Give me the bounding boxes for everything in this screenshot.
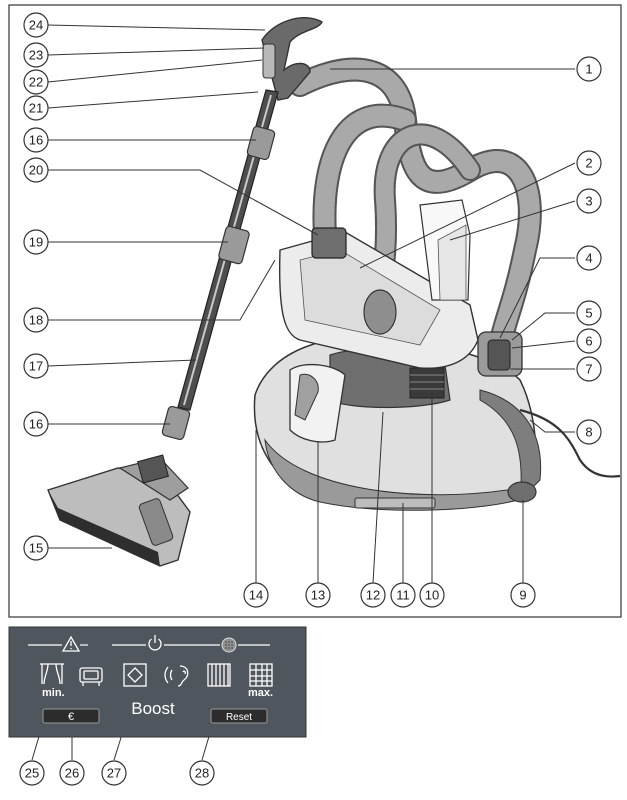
callout-16-lower-label: 16 bbox=[29, 417, 43, 432]
callout-28: 28 bbox=[189, 760, 215, 786]
wand-release-lower bbox=[161, 405, 191, 441]
callout-15-label: 15 bbox=[29, 541, 43, 556]
callout-27: 27 bbox=[101, 760, 127, 786]
motor-filter bbox=[409, 367, 445, 399]
exhaust-grille bbox=[354, 497, 436, 509]
callout-18-label: 18 bbox=[29, 313, 43, 328]
callout-10: 10 bbox=[419, 582, 445, 608]
callout-7: 7 bbox=[576, 356, 602, 382]
dustbag-button[interactable]: € bbox=[42, 708, 100, 724]
callout-25: 25 bbox=[19, 760, 45, 786]
callout-10-label: 10 bbox=[425, 588, 439, 603]
callout-13-label: 13 bbox=[311, 588, 325, 603]
callout-17-label: 17 bbox=[29, 359, 43, 374]
callout-7-label: 7 bbox=[585, 362, 592, 377]
callout-15: 15 bbox=[23, 535, 49, 561]
callout-8: 8 bbox=[576, 419, 602, 445]
callout-20: 20 bbox=[23, 157, 49, 183]
leader-lines bbox=[31, 24, 576, 761]
callout-9: 9 bbox=[510, 582, 536, 608]
main-frame bbox=[8, 4, 622, 618]
callout-17: 17 bbox=[23, 353, 49, 379]
reset-button[interactable]: Reset bbox=[210, 708, 268, 724]
rear-wheel bbox=[507, 481, 537, 503]
callout-12-label: 12 bbox=[366, 588, 380, 603]
handle-switch bbox=[262, 43, 276, 79]
callout-2-label: 2 bbox=[585, 156, 592, 171]
max-label: max. bbox=[248, 687, 273, 699]
silence-icon[interactable] bbox=[164, 665, 189, 687]
callout-22: 22 bbox=[23, 69, 49, 95]
reset-label: Reset bbox=[226, 712, 252, 723]
callout-13: 13 bbox=[305, 582, 331, 608]
filter-dots-icon bbox=[221, 637, 237, 653]
callout-6-label: 6 bbox=[585, 334, 592, 349]
callout-3: 3 bbox=[576, 188, 602, 214]
callout-24-label: 24 bbox=[29, 18, 43, 33]
callout-24: 24 bbox=[23, 12, 49, 38]
callout-16-lower: 16 bbox=[23, 411, 49, 437]
min-label: min. bbox=[42, 687, 65, 699]
vacuum-illustration bbox=[47, 17, 621, 567]
wand-adjuster bbox=[218, 225, 250, 265]
callout-21: 21 bbox=[23, 95, 49, 121]
accessory-nozzle bbox=[363, 289, 397, 335]
callout-1-label: 1 bbox=[585, 62, 592, 77]
callout-23: 23 bbox=[23, 42, 49, 68]
warning-triangle-icon bbox=[61, 635, 81, 652]
callout-21-label: 21 bbox=[29, 101, 43, 116]
callout-8-label: 8 bbox=[585, 425, 592, 440]
hose-connector bbox=[311, 227, 347, 259]
callout-26: 26 bbox=[59, 760, 85, 786]
callout-1: 1 bbox=[576, 56, 602, 82]
wand-release-upper bbox=[246, 125, 276, 161]
callout-4: 4 bbox=[576, 245, 602, 271]
callout-12: 12 bbox=[360, 582, 386, 608]
dustbag-icon: € bbox=[68, 711, 74, 723]
power-icon[interactable] bbox=[148, 635, 162, 651]
callout-11: 11 bbox=[390, 582, 416, 608]
callout-26-label: 26 bbox=[65, 766, 79, 781]
callout-3-label: 3 bbox=[585, 194, 592, 209]
callout-22-label: 22 bbox=[29, 75, 43, 90]
callout-27-label: 27 bbox=[107, 766, 121, 781]
curtain-icon[interactable] bbox=[40, 663, 64, 685]
callout-25-label: 25 bbox=[25, 766, 39, 781]
rug-icon[interactable] bbox=[249, 663, 273, 687]
callout-14-label: 14 bbox=[249, 588, 263, 603]
callout-6: 6 bbox=[576, 328, 602, 354]
boost-label[interactable]: Boost bbox=[131, 699, 175, 718]
control-panel: min. max. bbox=[8, 626, 307, 738]
callout-2: 2 bbox=[576, 150, 602, 176]
handle bbox=[261, 17, 323, 101]
callout-28-label: 28 bbox=[195, 766, 209, 781]
callout-18: 18 bbox=[23, 307, 49, 333]
callout-5: 5 bbox=[576, 300, 602, 326]
callout-9-label: 9 bbox=[519, 588, 526, 603]
parquet-icon[interactable] bbox=[123, 663, 147, 687]
callout-16-upper: 16 bbox=[23, 127, 49, 153]
callouts: 1 2 3 4 5 6 7 8 9 10 11 12 13 14 24 23 2… bbox=[19, 12, 602, 786]
callout-20-label: 20 bbox=[29, 163, 43, 178]
power-cable bbox=[519, 408, 621, 478]
callout-16-upper-label: 16 bbox=[29, 133, 43, 148]
upholstery-icon[interactable] bbox=[79, 667, 103, 686]
callout-23-label: 23 bbox=[29, 48, 43, 63]
callout-4-label: 4 bbox=[585, 251, 592, 266]
callout-11-label: 11 bbox=[396, 588, 410, 603]
callout-19: 19 bbox=[23, 229, 49, 255]
callout-14: 14 bbox=[243, 582, 269, 608]
callout-19-label: 19 bbox=[29, 235, 43, 250]
carpet-icon[interactable] bbox=[207, 663, 231, 687]
callout-5-label: 5 bbox=[585, 306, 592, 321]
